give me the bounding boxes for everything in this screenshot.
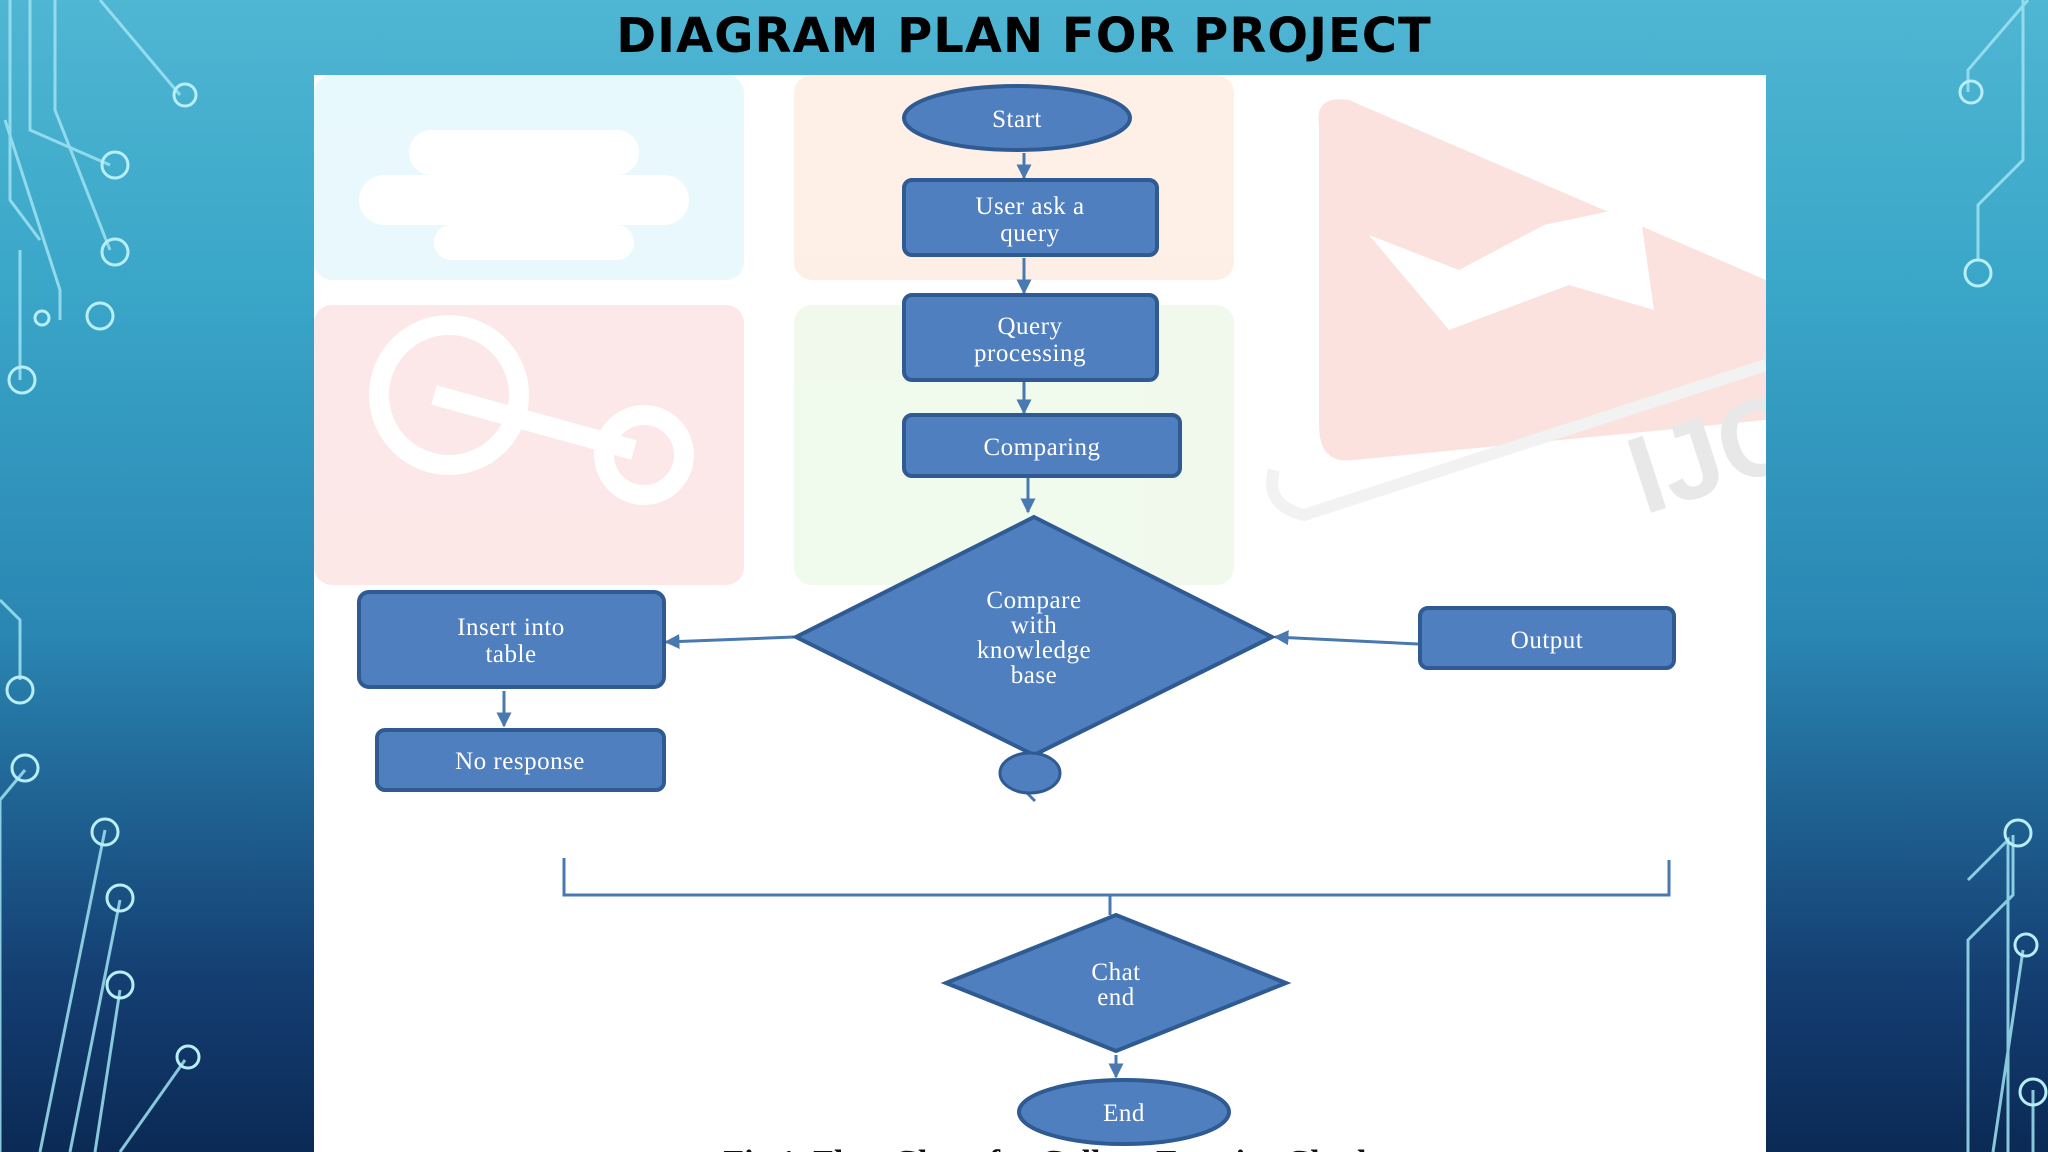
start-label: Start bbox=[992, 106, 1042, 133]
figure-caption: Fig 1. Flow Chart for College Enquiry Ch… bbox=[723, 1144, 1405, 1152]
user-query-label-line2: query bbox=[1000, 220, 1059, 247]
no-response-node: No response bbox=[375, 728, 666, 792]
slide-title: DIAGRAM PLAN FOR PROJECT bbox=[616, 8, 1432, 64]
user-query-label-line1: User ask a bbox=[975, 193, 1084, 220]
connectors bbox=[496, 153, 1671, 1079]
query-processing-node: Query processing bbox=[902, 293, 1159, 382]
flowchart-figure: IJC Start User ask a query bbox=[314, 75, 1766, 1152]
user-query-node: User ask a query bbox=[902, 178, 1159, 257]
chat-end-decision: Chat end bbox=[940, 912, 1292, 1054]
comparing-label: Comparing bbox=[984, 434, 1101, 461]
flowchart-svg: IJC Start User ask a query bbox=[314, 75, 1766, 1152]
end-node: End bbox=[1017, 1078, 1231, 1146]
chat-end-label-line2: end bbox=[1097, 984, 1135, 1011]
output-label: Output bbox=[1511, 627, 1583, 654]
compare-kb-label-line2: with bbox=[1011, 612, 1057, 639]
start-node: Start bbox=[902, 84, 1132, 152]
circuit-decoration-left bbox=[0, 0, 201, 1152]
query-processing-label-line1: Query bbox=[998, 313, 1063, 340]
query-processing-label-line2: processing bbox=[974, 340, 1086, 367]
chat-end-label-line1: Chat bbox=[1091, 959, 1140, 986]
insert-table-node: Insert into table bbox=[357, 590, 666, 689]
compare-knowledge-base-decision: Compare with knowledge base bbox=[791, 514, 1277, 795]
insert-table-label-line2: table bbox=[485, 641, 536, 668]
circuit-decoration-right bbox=[1958, 0, 2048, 1152]
output-node: Output bbox=[1418, 606, 1676, 670]
comparing-node: Comparing bbox=[902, 413, 1182, 478]
connector-circle bbox=[998, 751, 1062, 795]
insert-table-label-line1: Insert into bbox=[457, 614, 565, 641]
compare-kb-label-line3: knowledge bbox=[977, 637, 1091, 664]
compare-kb-label-line1: Compare bbox=[986, 587, 1081, 614]
no-response-label: No response bbox=[455, 748, 585, 775]
end-label: End bbox=[1103, 1100, 1145, 1127]
compare-kb-label-line4: base bbox=[1011, 662, 1057, 689]
